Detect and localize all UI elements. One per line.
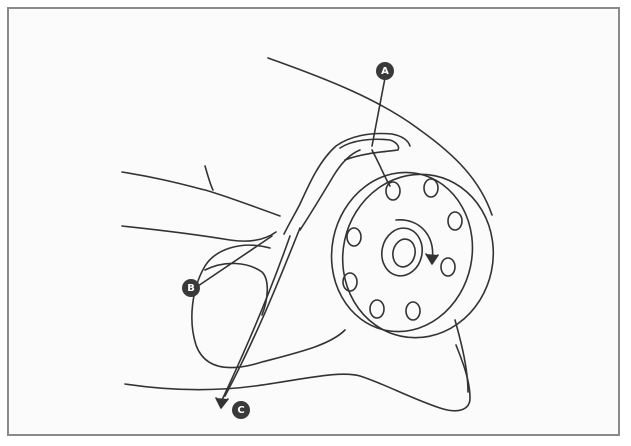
- thread-arrowhead: [216, 398, 228, 408]
- callout-a-label: A: [381, 66, 389, 77]
- bobbin-hole: [386, 182, 400, 200]
- bobbin-hole: [406, 302, 420, 320]
- upper-thread: [268, 58, 492, 215]
- bobbin-hole: [448, 212, 462, 230]
- bobbin-center-hub-outer: [377, 224, 426, 279]
- index-finger-upper-outline: [122, 172, 280, 216]
- lower-finger-outline: [125, 345, 470, 411]
- bobbin-hole: [370, 300, 384, 318]
- callout-c-label: C: [237, 405, 244, 416]
- callout-b: B: [182, 279, 200, 297]
- callout-c: C: [232, 401, 250, 419]
- thread-to-c-second: [222, 236, 290, 400]
- leader-line-a: [372, 78, 385, 146]
- thumbnail: [205, 263, 267, 315]
- fingertip-over-bobbin: [284, 134, 410, 235]
- fingertip-inner: [300, 150, 360, 230]
- bobbin-hole: [347, 228, 361, 246]
- callout-a: A: [376, 62, 394, 80]
- thread-lower-loop: [455, 320, 468, 392]
- index-finger-crease: [205, 166, 213, 190]
- bobbin-hole: [441, 258, 455, 276]
- rotation-arrowhead: [426, 254, 438, 264]
- callout-b-label: B: [187, 283, 195, 294]
- bobbin-center-hub-inner: [390, 237, 417, 269]
- bobbin-back-rim: [328, 160, 509, 352]
- index-finger-lower-outline: [122, 226, 276, 241]
- bobbin-hole: [424, 179, 438, 197]
